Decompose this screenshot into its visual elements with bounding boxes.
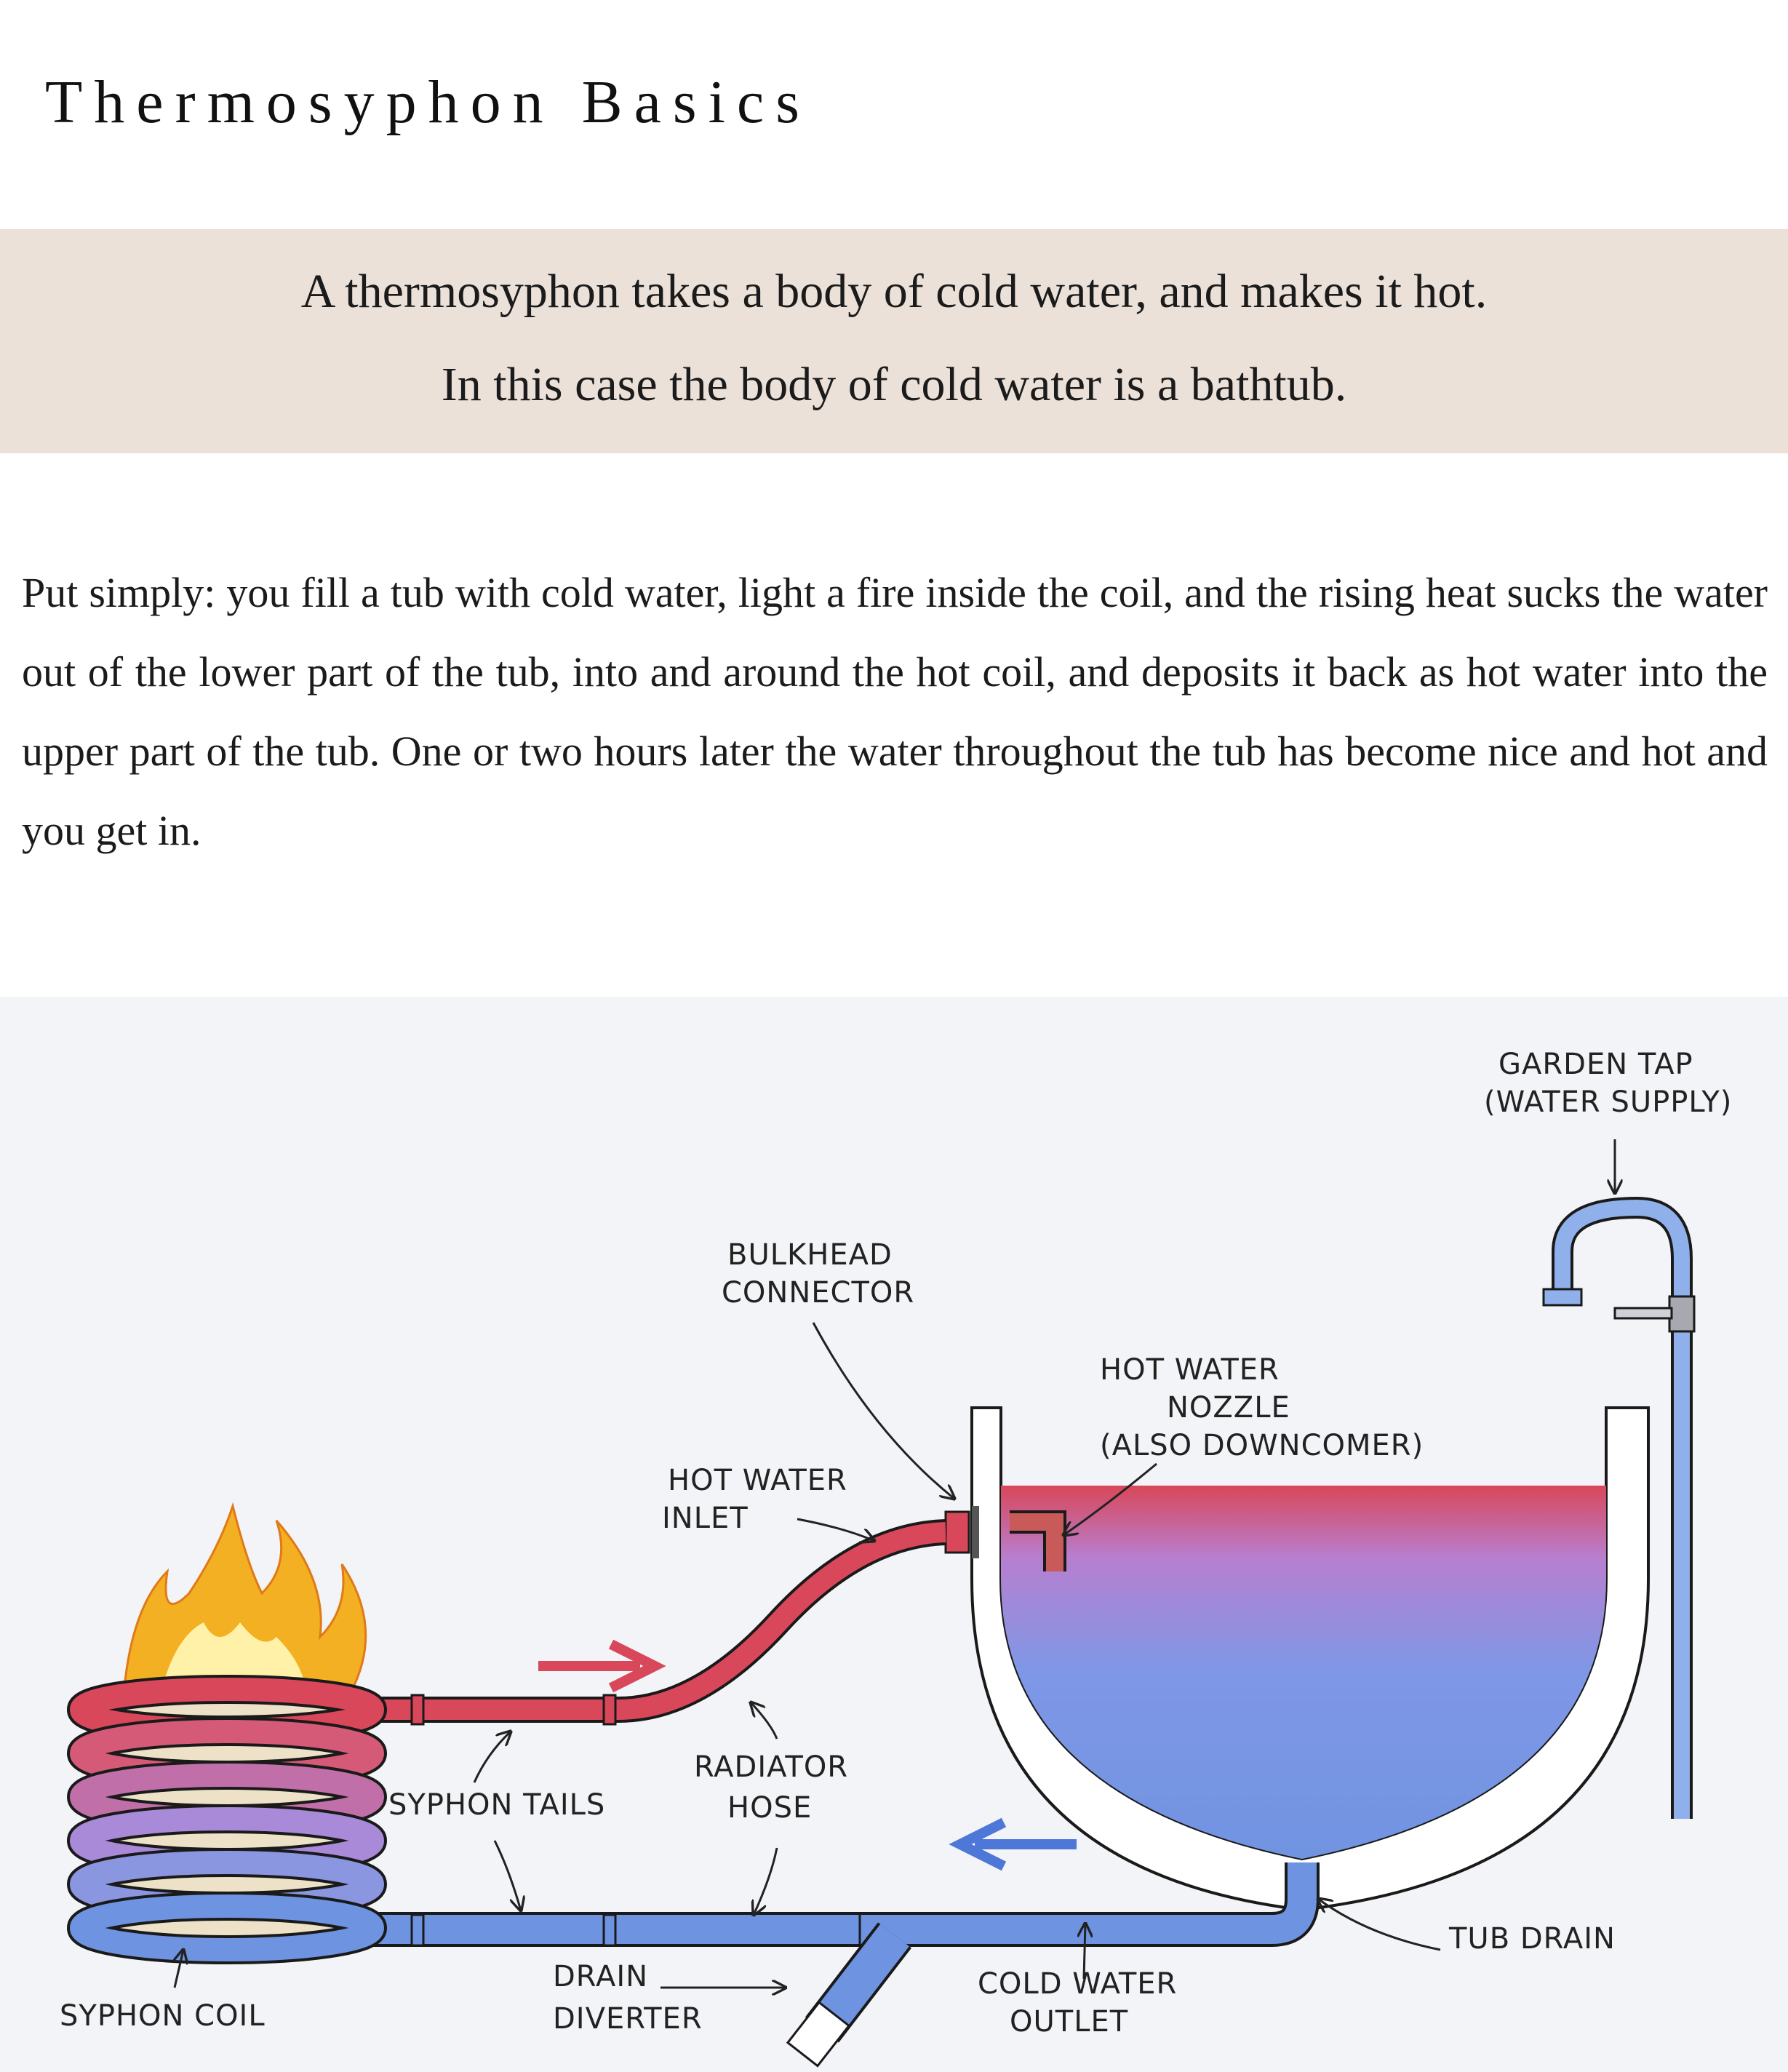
label-garden-tap: GARDEN TAP bbox=[1498, 1048, 1693, 1081]
diagram-labels: GARDEN TAP (WATER SUPPLY) BULKHEAD CONNE… bbox=[60, 1048, 1732, 2039]
fire bbox=[122, 1502, 367, 1697]
label-hot-water-nozzle-2: NOZZLE bbox=[1167, 1391, 1290, 1424]
garden-tap bbox=[1542, 1196, 1696, 1819]
thermosyphon-diagram: GARDEN TAP (WATER SUPPLY) BULKHEAD CONNE… bbox=[0, 997, 1788, 2072]
leader-lines bbox=[175, 1139, 1615, 1988]
banner-line-1: A thermosyphon takes a body of cold wate… bbox=[300, 265, 1488, 318]
label-syphon-coil: SYPHON COIL bbox=[60, 1999, 266, 2033]
label-cold-water: COLD WATER bbox=[978, 1967, 1177, 2001]
intro-paragraph: Put simply: you fill a tub with cold wat… bbox=[22, 569, 1768, 854]
label-radiator: RADIATOR bbox=[694, 1750, 848, 1784]
cold-outlet-pipe bbox=[371, 1862, 1320, 2068]
bathtub bbox=[944, 1406, 1650, 1912]
label-syphon-tails: SYPHON TAILS bbox=[388, 1788, 605, 1822]
summary-banner: A thermosyphon takes a body of cold wate… bbox=[0, 229, 1788, 453]
hot-water-pipe bbox=[371, 1519, 946, 1726]
page-title: Thermosyphon Basics bbox=[45, 68, 811, 136]
diagram-svg: GARDEN TAP (WATER SUPPLY) BULKHEAD CONNE… bbox=[60, 1048, 1732, 2068]
flow-arrows bbox=[538, 1639, 1077, 1871]
syphon-coil bbox=[67, 1675, 387, 1964]
label-outlet: OUTLET bbox=[1010, 2005, 1128, 2039]
label-hot-water-inlet-1: HOT WATER bbox=[668, 1464, 847, 1497]
label-hot-water-nozzle-1: HOT WATER bbox=[1100, 1353, 1280, 1387]
label-tub-drain: TUB DRAIN bbox=[1448, 1922, 1616, 1956]
label-connector: CONNECTOR bbox=[722, 1276, 914, 1310]
banner-line-2: In this case the body of cold water is a… bbox=[441, 358, 1347, 411]
label-also-downcomer: (ALSO DOWNCOMER) bbox=[1100, 1429, 1424, 1462]
label-drain: DRAIN bbox=[553, 1960, 648, 1993]
label-water-supply: (WATER SUPPLY) bbox=[1484, 1085, 1732, 1119]
label-hot-water-inlet-2: INLET bbox=[662, 1502, 749, 1535]
label-diverter: DIVERTER bbox=[553, 2002, 703, 2036]
label-bulkhead: BULKHEAD bbox=[727, 1238, 893, 1272]
label-hose: HOSE bbox=[727, 1791, 812, 1825]
